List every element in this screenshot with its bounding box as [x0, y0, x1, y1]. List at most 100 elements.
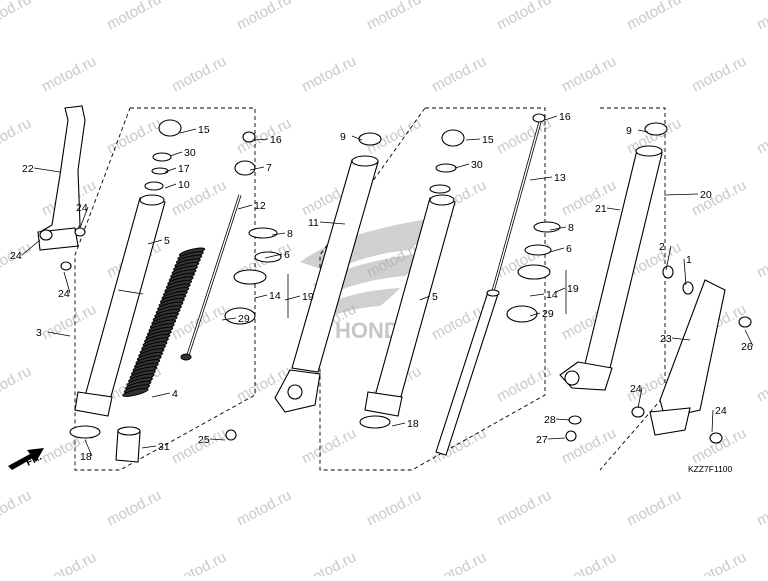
callout-number: 23: [660, 333, 672, 345]
small-part-ring: [39, 229, 53, 241]
inner-tube-11-left: [274, 155, 379, 413]
o-ring-18-right: [359, 415, 391, 429]
spring-coil: [122, 387, 149, 397]
callout-leader: [264, 253, 283, 259]
watermark-text: motod.ru: [754, 0, 768, 34]
small-part-ring: [158, 119, 182, 137]
callout-number: 24: [715, 405, 727, 417]
bushing-31: [115, 426, 141, 463]
fork-spring-4: [122, 247, 206, 397]
watermark-text: motod.ru: [559, 425, 619, 468]
callout-number: 15: [482, 134, 494, 146]
callout-leader: [544, 115, 558, 121]
callout-leader: [549, 247, 565, 253]
callout-leader: [529, 293, 545, 297]
watermark-text: motod.ru: [624, 0, 684, 34]
callout-number: 11: [308, 217, 319, 229]
callout-number: 8: [287, 228, 293, 240]
watermark-text: motod.ru: [169, 425, 229, 468]
callout-number: 24: [58, 288, 70, 300]
small-part-ring: [233, 269, 267, 285]
callout-leader: [33, 167, 61, 173]
callout-number: 9: [340, 131, 346, 143]
callout-number: 21: [595, 203, 607, 215]
watermark-text: motod.ru: [104, 0, 164, 34]
small-part-ring: [248, 227, 278, 239]
callout-number: 31: [158, 441, 170, 453]
callout-number: 5: [432, 291, 438, 303]
right-assembly-frame: [319, 107, 546, 471]
small-part-ring: [242, 131, 256, 143]
callout-leader: [391, 422, 406, 427]
callout-number: 6: [284, 249, 290, 261]
watermark-text: motod.ru: [39, 301, 99, 344]
callout-leader: [419, 295, 431, 301]
watermark-text: motod.ru: [754, 115, 768, 158]
callout-number: 24: [76, 202, 88, 214]
callout-number: 8: [568, 222, 574, 234]
callout-leader: [665, 245, 672, 271]
small-part-ring: [631, 406, 645, 418]
callout-number: 10: [178, 179, 190, 191]
seal-ring-group: [39, 113, 752, 444]
callout-number: 22: [22, 163, 34, 175]
small-part-ring: [225, 429, 237, 441]
small-part-ring: [429, 184, 451, 194]
callout-leader: [454, 163, 470, 169]
small-part-ring: [517, 264, 551, 280]
watermark-text: motod.ru: [689, 177, 749, 220]
callout-leader: [63, 271, 71, 294]
callout-leader: [683, 258, 687, 286]
callout-number: 13: [554, 172, 566, 184]
watermark-text: motod.ru: [689, 53, 749, 96]
callout-number: 9: [626, 125, 632, 137]
drawing-code: KZZ7F1100: [688, 464, 733, 474]
callout-leader: [147, 239, 163, 245]
small-part-ring: [682, 281, 694, 295]
watermark-text: motod.ru: [234, 487, 294, 530]
small-part-ring: [435, 163, 457, 173]
small-part-ring: [151, 167, 169, 175]
callout-number: 17: [178, 163, 190, 175]
callout-number: 19: [302, 291, 314, 303]
small-part-ring: [506, 305, 538, 323]
small-part-ring: [565, 430, 577, 442]
watermark-text: motod.ru: [299, 53, 359, 96]
watermark-text: motod.ru: [754, 239, 768, 282]
o-ring-18-left: [69, 425, 101, 439]
small-part-ring: [662, 265, 674, 279]
small-part-ring: [234, 160, 256, 176]
watermark-text: motod.ru: [39, 53, 99, 96]
watermark-text: motod.ru: [494, 487, 554, 530]
outer-tube-5-left: [74, 194, 166, 417]
callout-number: 30: [184, 147, 196, 159]
callout-leader: [169, 151, 183, 157]
watermark-text: motod.ru: [39, 549, 99, 576]
callout-number: 12: [254, 200, 266, 212]
callout-number: 2: [659, 241, 665, 253]
watermark-text: motod.ru: [0, 363, 34, 406]
small-part-ring: [709, 432, 723, 444]
callout-number: 29: [542, 308, 554, 320]
callout-number: 16: [270, 134, 282, 146]
callout-number: 7: [266, 162, 272, 174]
small-part-ring: [524, 244, 552, 256]
callout-leader: [237, 204, 253, 210]
watermark-text: motod.ru: [559, 177, 619, 220]
callout-leader: [164, 167, 177, 173]
watermark-text: motod.ru: [299, 425, 359, 468]
callout-leader: [547, 437, 566, 440]
callout-number: 18: [80, 451, 92, 463]
callout-number: 26: [741, 341, 753, 353]
callout-leader: [179, 128, 197, 134]
watermark-text: motod.ru: [234, 0, 294, 34]
callout-leader: [529, 176, 553, 181]
small-part-ring: [532, 113, 546, 123]
callout-leader: [549, 226, 567, 231]
callout-leader: [555, 287, 566, 293]
right-outer-frame: [599, 107, 666, 471]
callout-leader: [221, 317, 237, 321]
callout-leader: [209, 438, 226, 441]
